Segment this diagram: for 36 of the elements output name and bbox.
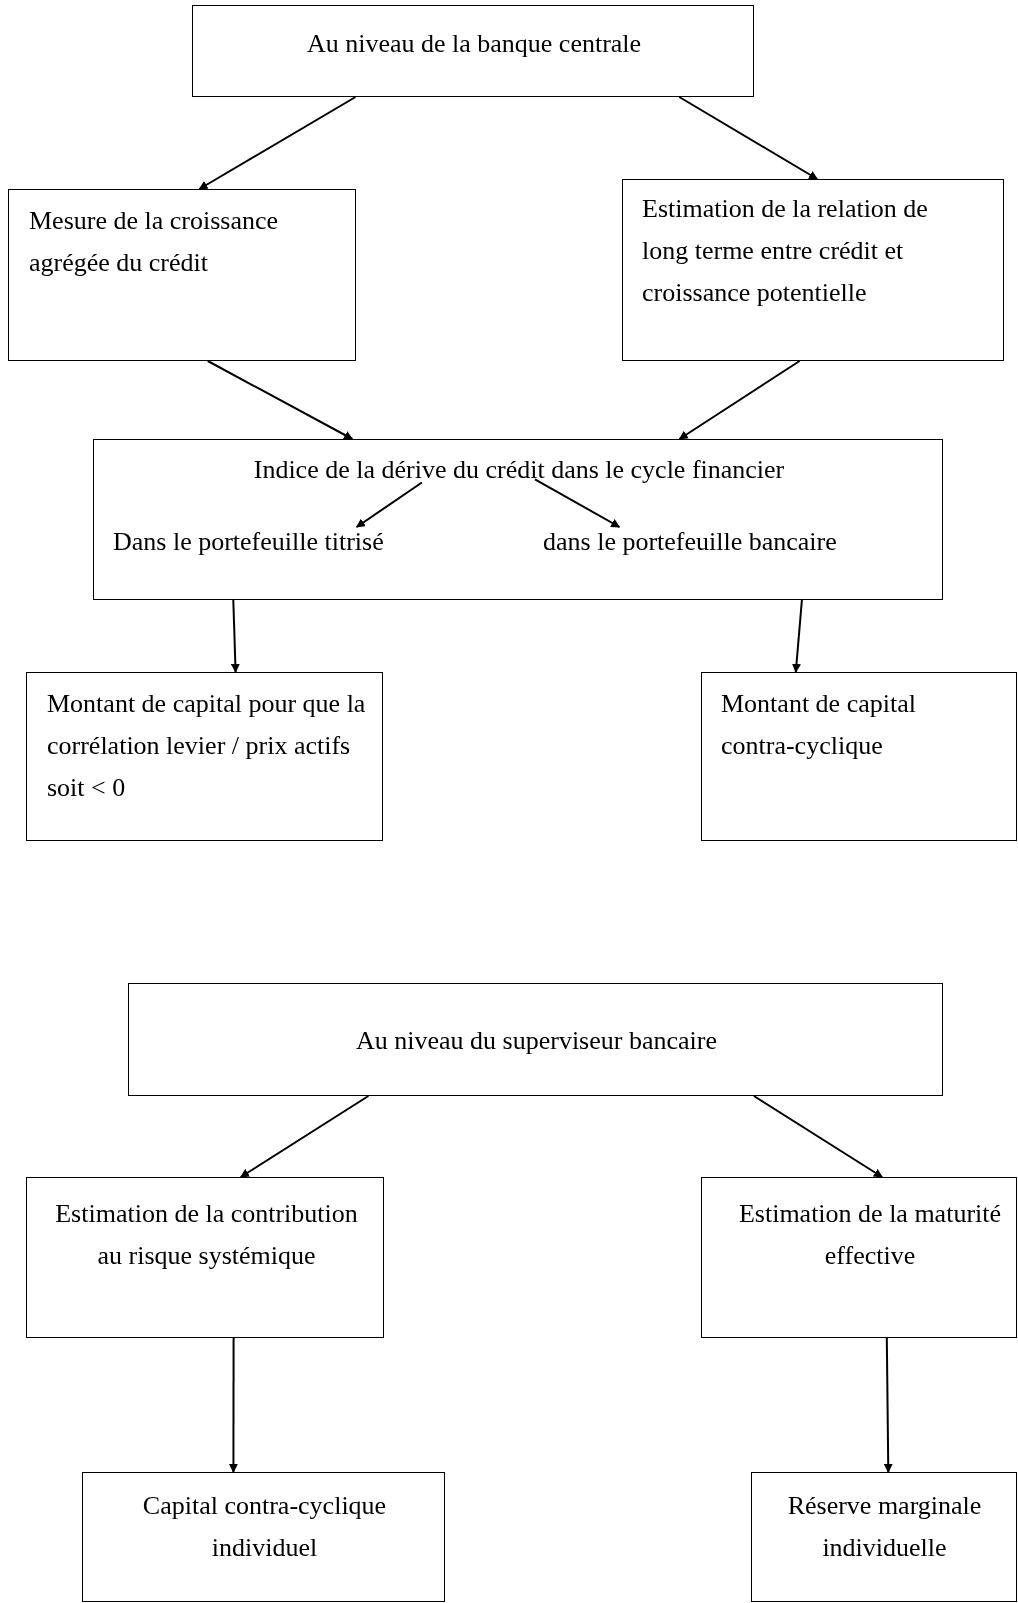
arrow xyxy=(239,1095,370,1178)
arrow xyxy=(355,481,423,528)
node-text: Indice de la dérive du crédit dans le cycle financier xyxy=(252,454,786,486)
arrow xyxy=(230,599,240,673)
process-box xyxy=(26,672,383,841)
node-text: Montant de capital pour que la corrélation levier / prix actifs soit < 0 xyxy=(47,688,367,804)
arrow xyxy=(883,1337,893,1473)
process-box xyxy=(192,5,754,97)
node-text: Capital contra-cyclique individuel xyxy=(141,1490,388,1564)
node-text: Réserve marginale individuelle xyxy=(786,1490,983,1564)
process-box xyxy=(701,1177,1017,1338)
arrow xyxy=(792,599,803,673)
node-text: Estimation de la relation de long terme entre crédit et croissance potentielle xyxy=(642,193,929,309)
arrow xyxy=(752,1095,884,1178)
node-text: dans le portefeuille bancaire xyxy=(543,527,837,557)
node-text: Au niveau de la banque centrale xyxy=(305,28,643,60)
process-box xyxy=(701,672,1017,841)
node-text: Estimation de la maturité effective xyxy=(737,1198,1003,1272)
process-box xyxy=(26,1177,384,1338)
arrow xyxy=(206,360,354,440)
arrow xyxy=(678,96,819,180)
process-box xyxy=(622,179,1004,361)
node-text: Montant de capital contra-cyclique xyxy=(721,688,917,762)
node-text: Mesure de la croissance agrégée du crédit xyxy=(29,205,280,279)
process-box xyxy=(82,1472,445,1602)
node-text: Au niveau du superviseur bancaire xyxy=(355,1025,718,1057)
process-box xyxy=(93,439,943,600)
arrow xyxy=(678,360,801,440)
arrow xyxy=(198,96,357,190)
arrow xyxy=(534,478,621,528)
process-box xyxy=(8,189,356,361)
arrow xyxy=(228,1337,238,1473)
node-text: Estimation de la contribution au risque systémique xyxy=(54,1198,359,1272)
process-box xyxy=(751,1472,1017,1602)
node-text: Dans le portefeuille titrisé xyxy=(113,527,384,557)
process-box xyxy=(128,983,943,1096)
